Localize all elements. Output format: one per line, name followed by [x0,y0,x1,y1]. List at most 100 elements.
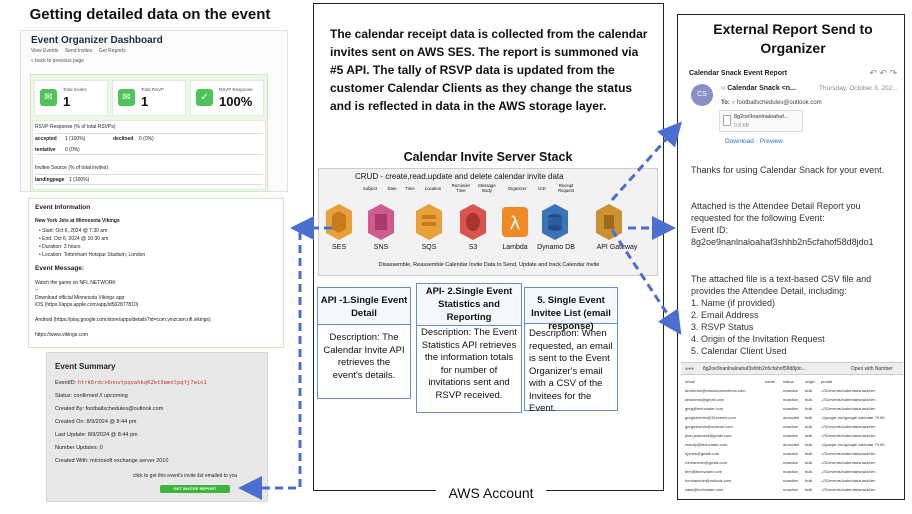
sqs-icon [416,204,442,240]
email-attachment[interactable]: 8g2oe9nanlnaloahaf... 0.8 KB [719,110,803,132]
back-link[interactable]: « back to previous page [31,58,85,64]
stat-card-total-rsvp: ✉ Total RSVP 1 [112,80,186,116]
forward-icon[interactable]: ↷ [889,68,897,78]
window-controls-icon[interactable]: ●●● [685,366,695,372]
csv-cell: bulk [805,433,813,438]
rsvp-heading: RSVP Response (% of total RSVPs) [35,124,116,130]
event-summary-panel: Event Summary EventID: htrk6rdcs6nnvtpqv… [46,352,268,502]
csv-cell: -//google inc//google calendar 70.90 [821,442,885,447]
rsvp-panel: RSVP Response (% of total RSVPs) accepte… [32,120,266,190]
email-date: Thursday, October 3, 202... [819,85,898,92]
event-bullet: • Start: Oct 6, 2024 @ 7:30 am [39,228,108,234]
external-report-box [677,14,905,500]
column-header: Reminder Time [451,183,471,193]
api-2-title: API- 2.Single Event Statistics and Repor… [417,284,521,326]
event-bullet: • End: Oct 6, 2024 @ 10:30 am [39,236,109,242]
api-1-box: API -1.Single Event Detail Description: … [317,287,411,399]
reply-icon[interactable]: ↶ [869,68,877,78]
rsvp-declined-label: declined [113,136,134,142]
csv-cell: njones@gmail.com [685,451,720,456]
right-section-title: External Report Send to Organizer [713,21,873,56]
check-circle-icon: ✓ [196,89,213,106]
event-message-line[interactable]: https://www.vikings.com [35,332,89,338]
csv-cell: bulk [805,469,813,474]
open-envelope-icon: ✉ [118,89,135,106]
csv-cell: tomhanchin@outlook.com [685,478,732,483]
csv-cell: bulk [805,388,813,393]
stat-card-total-invites: ✉ Total Invites 1 [34,80,108,116]
event-message-line[interactable]: Android (https://play.google.com/store/a… [35,317,211,323]
summary-line: Last Update: 8/9/2024 @ 8:44 pm [55,432,138,438]
nav-get-reports[interactable]: Get Reports [98,48,126,54]
stack-caption: Disassemble, Reassemble Calendar Invite … [378,262,600,268]
source-landingpage-label: landingpage [35,177,65,183]
preview-link[interactable]: Preview [759,138,783,145]
aws-account-label: AWS Account [436,485,546,501]
column-header: Subject [362,186,378,191]
avatar: CS [691,84,713,106]
arrow-gateway-to-email-top [610,121,682,201]
service-label: Lambda [502,244,528,251]
left-section-title: Getting detailed data on the event [29,6,271,23]
csv-cell: bulk [805,487,813,492]
csv-cell: -//31events//calendarsnack//en [821,388,876,393]
api-5-box: 5. Single Event Invitee List (email resp… [524,287,618,414]
get-invitee-report-button[interactable]: GET INVITEE REPORT [160,485,230,493]
api-2-description: Description: The Event Statistics API re… [421,327,517,401]
api-2-box: API- 2.Single Event Statistics and Repor… [416,283,522,413]
attachment-links: Download · Preview [725,138,783,145]
rsvp-tentative-value: 0 (0%) [65,147,80,153]
event-message-heading: Event Message: [35,265,85,272]
csv-cell: noaction [783,406,799,411]
dashboard-title: Event Organizer Dashboard [31,35,163,46]
csv-cell: amckinns@cloudconnections.com [685,388,746,393]
service-label: SQS [421,244,437,251]
nav-send-invites[interactable]: Send Invites [64,48,93,54]
nav-view-events[interactable]: View Events [31,48,59,54]
column-header: Message Body [478,183,496,193]
email-list-item: 1. Name (if provided) [691,298,776,308]
source-landingpage-value: 1 (100%) [69,177,90,183]
api-5-description: Description: When requested, an email is… [529,328,613,414]
server-stack-diagram: CRUD - create,read,update and delete cal… [318,168,658,276]
csv-header-prodid: prodid [821,379,833,384]
email-subject: Calendar Snack Event Report [689,70,788,77]
csv-cell: greghanchin@outlook.com [685,424,733,429]
rsvp-accepted-label: accepted [35,136,57,142]
csv-cell: accepted [783,442,800,447]
csv-cell: bulk [805,415,813,420]
service-label: Dynamo DB [537,244,575,251]
arrow-summary-loop [238,232,302,500]
download-link[interactable]: Download [725,138,754,145]
csv-cell: -//31events//calendarsnack//en [821,460,876,465]
csv-cell: -//31events//calendarsnack//en [821,469,876,474]
service-label: SES [331,244,346,251]
csv-cell: bulk [805,451,813,456]
attachment-name: 8g2oe9nanlnaloahaf... [734,114,789,120]
event-message-line[interactable]: iOS (https://apps.apple.com/app/id502877… [35,302,139,308]
csv-cell: greg@techvader.com [685,406,724,411]
summary-line: Created With: microsoft exchange server … [55,458,169,464]
event-information-panel: Event Information New York Jets at Minne… [28,198,284,348]
stat-card-rsvp-response: ✓ RSVP Response 100% [190,80,264,116]
summary-line: Status: confirmed // upcoming [55,393,128,399]
email-from: ○ Calendar Snack <n... [721,85,796,92]
csv-cell: bulk [805,397,813,402]
reply-all-icon[interactable]: ↶ [879,68,887,78]
csv-header-origin: origin [805,379,815,384]
event-message-line: Watch the game on NFL NETWORK [35,280,116,286]
csv-header-email: email [685,379,695,384]
source-table [35,174,263,185]
rsvp-tentative-label: tentative [35,147,56,153]
column-header: Date [387,186,397,191]
csv-cell: zack@techvader.com [685,487,724,492]
api-5-title: 5. Single Event Invitee List (email resp… [525,288,617,332]
column-header: Location [424,186,442,191]
service-label: SNS [373,244,389,251]
csv-preview: ●●● 8g2oe9nanlnaloahaf3shhb2n5cfahof58d8… [681,362,903,498]
envelope-icon: ✉ [40,89,57,106]
column-header: Organizer [507,186,527,191]
open-with-button[interactable]: Open with Number [851,366,893,372]
email-paragraph: Thanks for using Calendar Snack for your… [691,165,885,175]
csv-filename: 8g2oe9nanlnaloahaf3shhb2n5cfahof58d8jdo.… [703,366,806,372]
